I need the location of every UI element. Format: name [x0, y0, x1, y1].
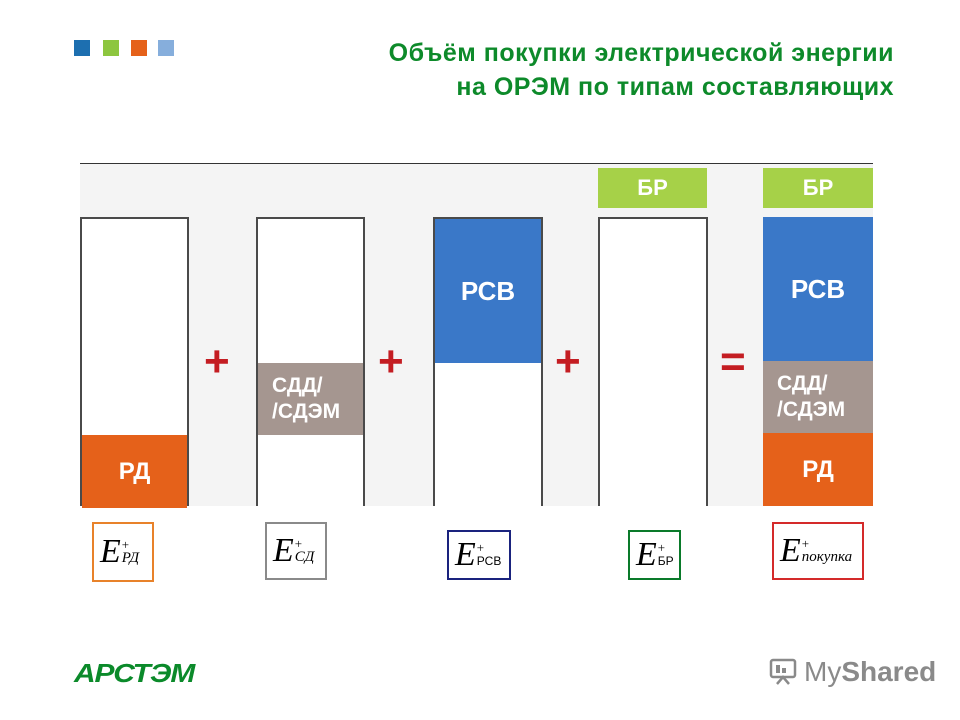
column-sdd: СДД/ /СДЭМ: [256, 217, 365, 506]
page-title: Объём покупки электрической энергии на О…: [389, 36, 894, 104]
presentation-icon: [769, 658, 797, 685]
watermark-my: My: [804, 656, 842, 687]
title-line-1: Объём покупки электрической энергии: [388, 39, 894, 67]
formula-rsv: E +РСВ: [447, 530, 511, 580]
formula-total-sup: +: [801, 536, 810, 551]
diagram-panel: РД + СДД/ /СДЭМ + РСВ + БР = БР РСВ СДД/…: [80, 163, 873, 508]
column-total: РСВ СДД/ /СДЭМ РД: [763, 217, 873, 506]
segment-sdd: СДД/ /СДЭМ: [258, 363, 363, 435]
plus-operator-1: +: [204, 337, 230, 386]
header-square-orange: [131, 40, 147, 56]
sdd-total-line-2: /СДЭМ: [777, 398, 846, 421]
tag-br: БР: [598, 168, 707, 208]
formula-br-sub: БР: [657, 554, 674, 568]
equals-operator: =: [720, 337, 746, 386]
formula-rd-sup: +: [121, 537, 130, 552]
segment-rsv-total: РСВ: [763, 217, 873, 361]
sdd-label-line-2: /СДЭМ: [272, 400, 341, 423]
formula-rsv-base: E: [455, 536, 476, 573]
header-square-green: [103, 40, 119, 56]
title-line-2: на ОРЭМ по типам составляющих: [456, 73, 894, 101]
formula-sd-sup: +: [294, 536, 303, 551]
segment-rd: РД: [82, 435, 187, 508]
formula-total-base: E: [780, 532, 801, 569]
header-square-blue: [74, 40, 90, 56]
formula-total-sub: покупка: [801, 549, 853, 565]
formula-br-base: E: [636, 536, 657, 573]
plus-operator-3: +: [555, 337, 581, 386]
watermark-text: MyShared: [804, 656, 936, 688]
formula-rsv-sub: РСВ: [476, 554, 502, 568]
company-logo: АРСТЭМ: [74, 658, 195, 688]
mysharesd-watermark: MyShared: [768, 656, 936, 688]
formula-br: E +БР: [628, 530, 681, 580]
column-rd: РД: [80, 217, 189, 508]
watermark-shared: Shared: [841, 656, 937, 687]
formula-rd: E +РД: [92, 522, 154, 582]
formula-sd: E +СД: [265, 522, 327, 580]
segment-rsv: РСВ: [435, 219, 541, 363]
column-br: [598, 217, 708, 506]
formula-rd-sub: РД: [121, 550, 140, 566]
sdd-total-line-1: СДД/: [777, 372, 828, 395]
formula-br-sup: +: [657, 540, 666, 555]
segment-sdd-total: СДД/ /СДЭМ: [763, 361, 873, 433]
formula-total: E +покупка: [772, 522, 864, 580]
formula-rd-base: E: [100, 533, 121, 570]
sdd-label-line-1: СДД/: [272, 374, 323, 397]
formula-sd-base: E: [273, 532, 294, 569]
plus-operator-2: +: [378, 337, 404, 386]
segment-rd-total: РД: [763, 433, 873, 506]
column-rsv: РСВ: [433, 217, 543, 506]
formula-sd-sub: СД: [294, 549, 315, 565]
formula-rsv-sup: +: [476, 540, 485, 555]
tag-br-total: БР: [763, 168, 873, 208]
header-square-lightblue: [158, 40, 174, 56]
